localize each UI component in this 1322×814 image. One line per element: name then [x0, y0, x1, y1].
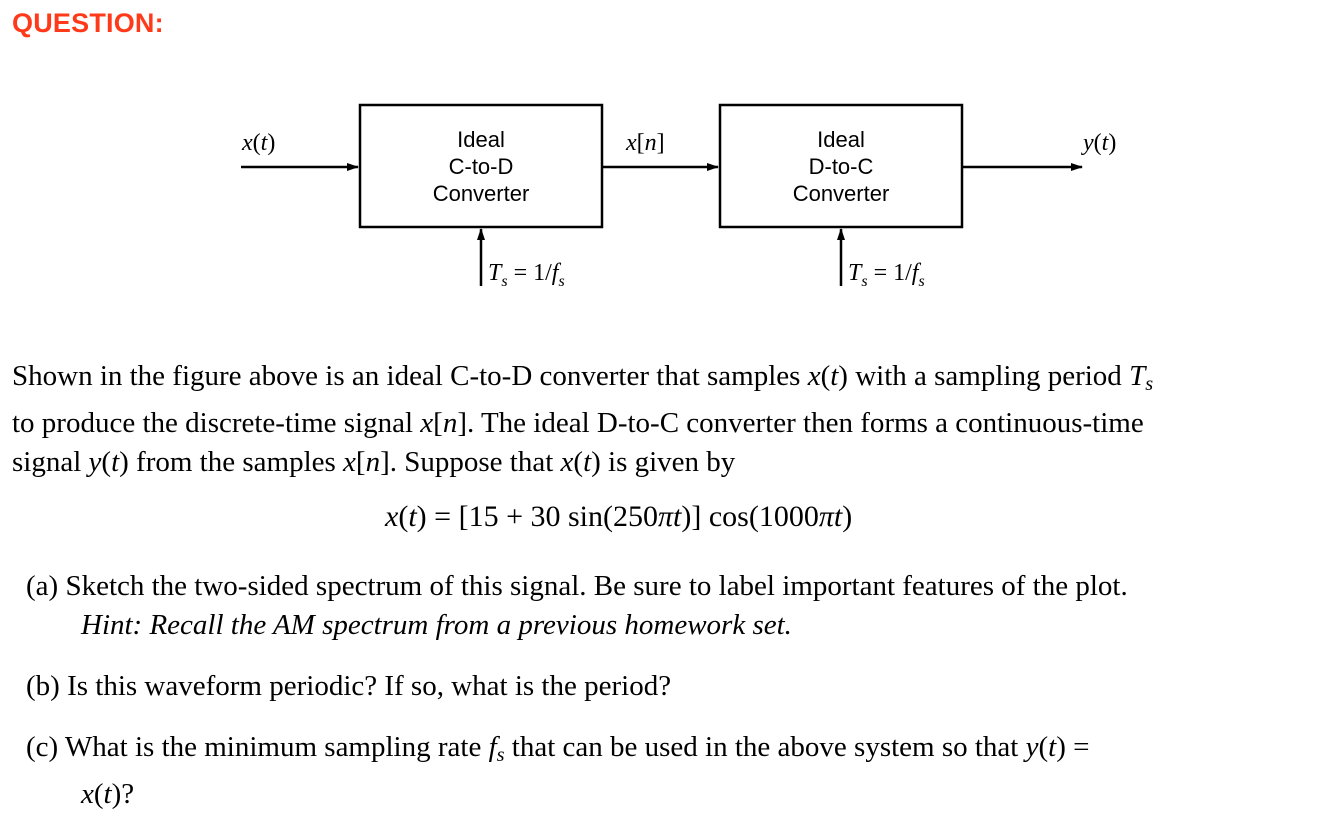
- description-line-1: Shown in the figure above is an ideal C-…: [12, 360, 1154, 396]
- part-b: (b) Is this waveform periodic? If so, wh…: [26, 667, 671, 706]
- part-a-label: (a): [26, 570, 59, 602]
- part-a-text: Sketch the two-sided spectrum of this si…: [65, 570, 1128, 602]
- output-signal-label: y(t): [1081, 130, 1116, 156]
- d-to-c-label-line1: Ideal: [817, 127, 865, 152]
- d-to-c-label-line2: D-to-C: [809, 154, 874, 179]
- part-c: (c) What is the minimum sampling rate fs…: [26, 728, 1090, 814]
- sampling-period-label-1: Ts = 1/fs: [488, 260, 565, 290]
- description-line-2: to produce the discrete-time signal x[n]…: [12, 407, 1144, 440]
- c-to-d-label-line2: C-to-D: [449, 154, 514, 179]
- c-to-d-label-line1: Ideal: [457, 127, 505, 152]
- part-a-hint: Hint: Recall the AM spectrum from a prev…: [81, 609, 792, 641]
- part-c-continuation: x(t)?: [81, 778, 135, 811]
- block-diagram: x(t) Ideal C-to-D Converter x[n] Ideal D…: [241, 103, 1116, 290]
- c-to-d-label-line3: Converter: [433, 181, 530, 206]
- problem-description: Shown in the figure above is an ideal C-…: [12, 357, 1312, 482]
- c-to-d-converter-block: [358, 103, 604, 229]
- d-to-c-converter-block: [718, 103, 964, 229]
- part-c-label: (c): [26, 731, 59, 763]
- d-to-c-label-line3: Converter: [793, 181, 890, 206]
- intermediate-signal-label: x[n]: [625, 130, 665, 156]
- description-line-3: signal y(t) from the samples x[n]. Suppo…: [12, 446, 736, 479]
- part-a: (a) Sketch the two-sided spectrum of thi…: [26, 567, 1128, 645]
- signal-equation: x(t) = [15 + 30 sin(250πt)] cos(1000πt): [385, 500, 853, 533]
- sampling-period-label-2: Ts = 1/fs: [848, 260, 925, 290]
- question-heading: QUESTION:: [12, 8, 164, 38]
- part-b-label: (b): [26, 670, 60, 702]
- part-c-text: What is the minimum sampling rate fs tha…: [64, 731, 1090, 767]
- part-b-text: Is this waveform periodic? If so, what i…: [67, 670, 672, 702]
- input-signal-label: x(t): [241, 130, 275, 156]
